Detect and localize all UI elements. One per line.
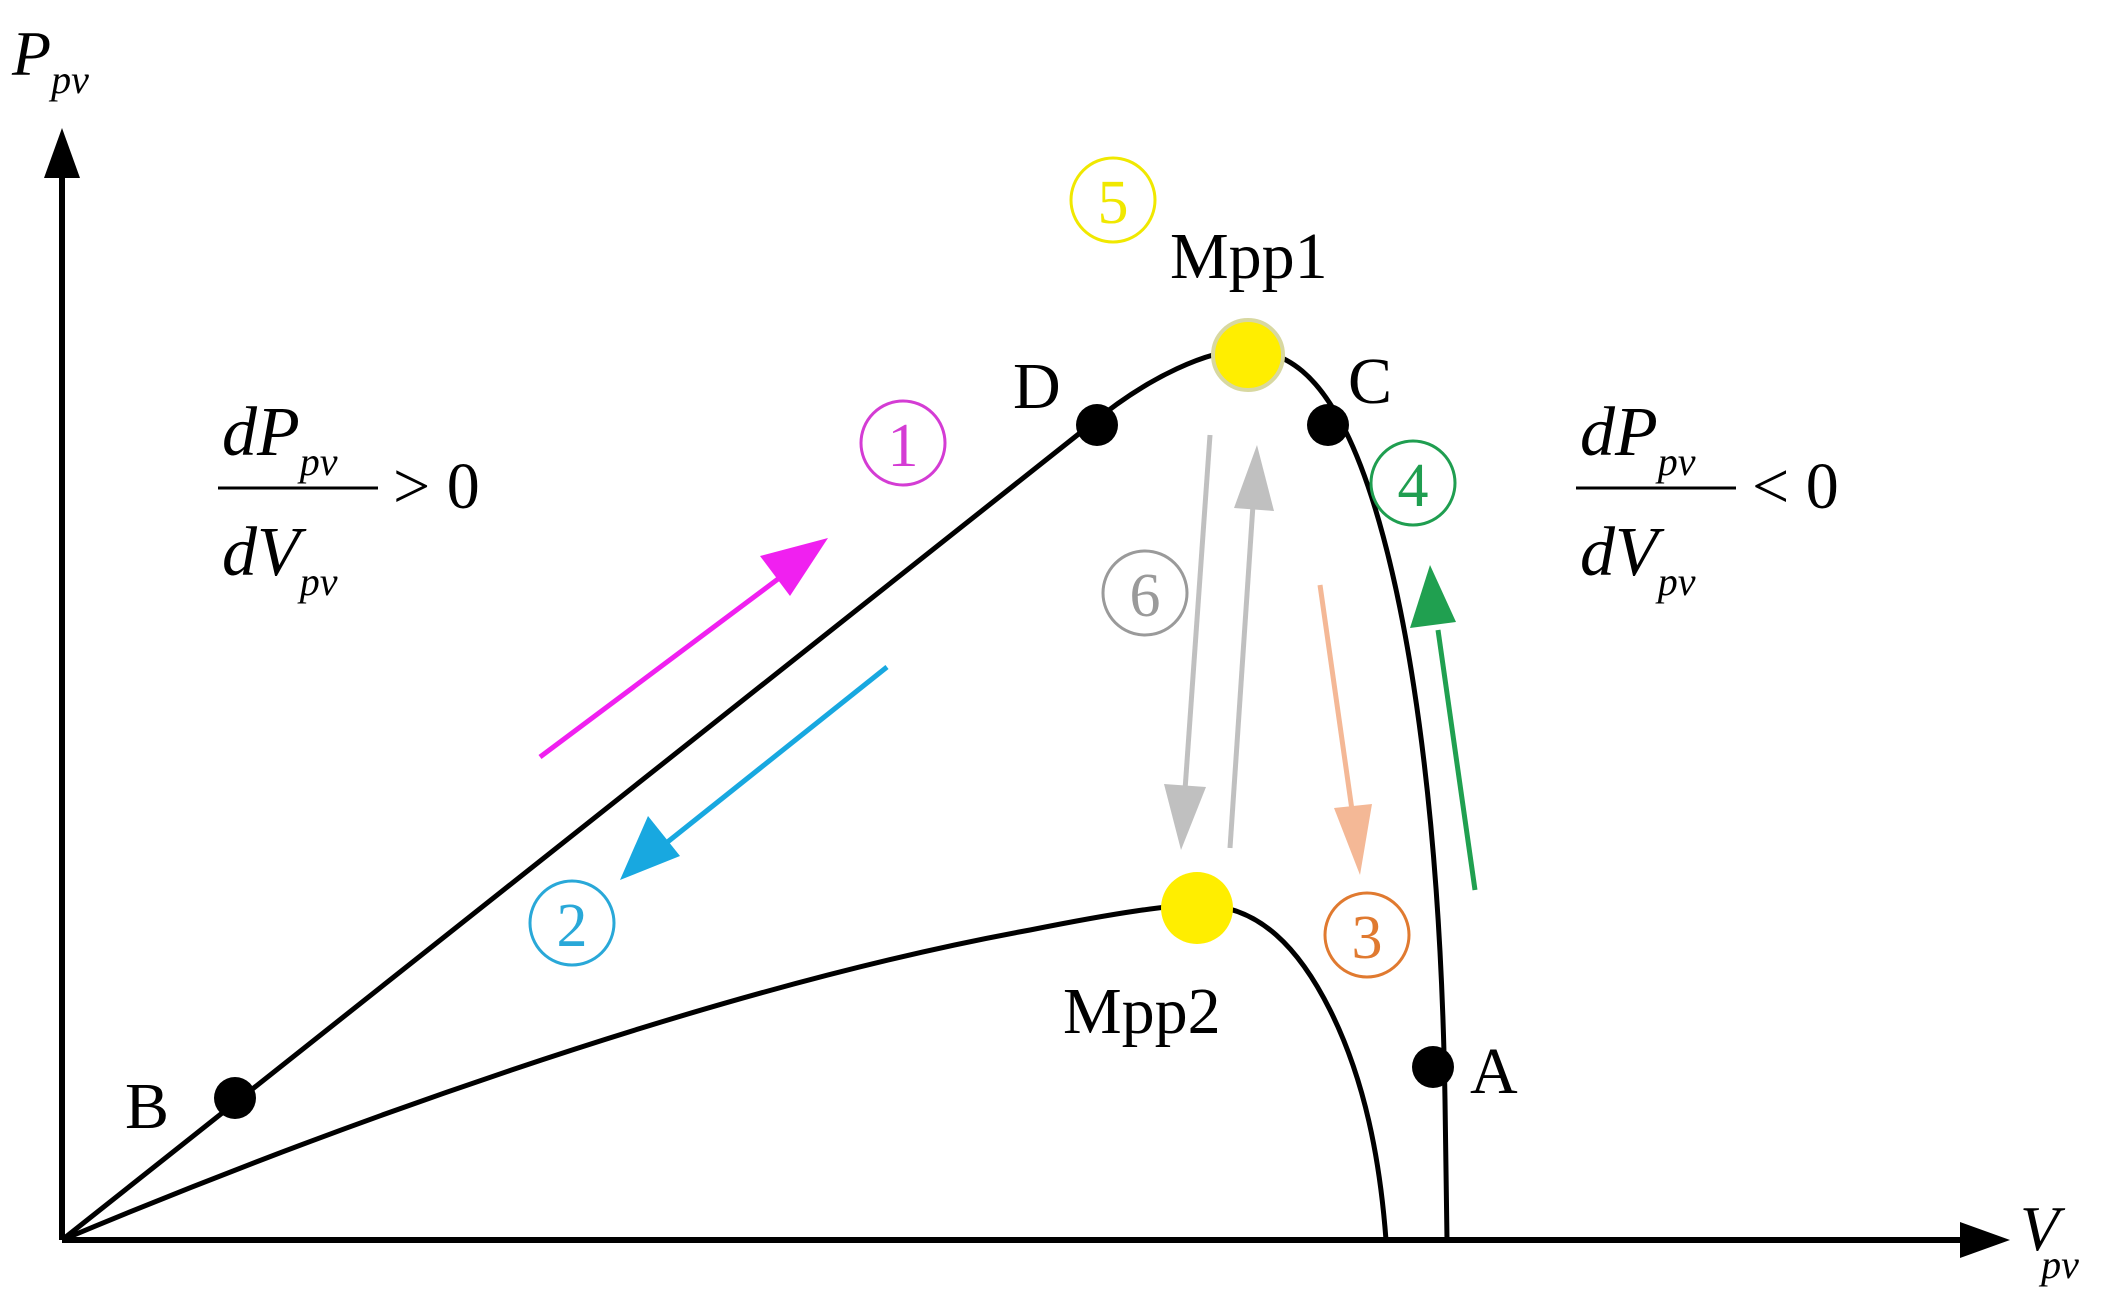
- arrow-step-6-up: [1227, 445, 1274, 849]
- arrow-step-4: [1410, 565, 1478, 891]
- upper-pv-curve: [60, 347, 1450, 1242]
- step-2-badge: 2: [528, 879, 616, 967]
- step-5-badge: 5: [1069, 156, 1157, 244]
- mpp1-marker: [1211, 318, 1285, 392]
- point-d-marker: [1076, 404, 1118, 446]
- svg-text:1: 1: [888, 412, 919, 480]
- point-a-label: A: [1470, 1035, 1518, 1108]
- left-condition-formula: dPpv dVpv > 0: [218, 394, 480, 604]
- y-axis-label: Ppv: [11, 18, 89, 102]
- svg-text:> 0: > 0: [393, 450, 480, 523]
- right-condition-formula: dPpv dVpv < 0: [1576, 394, 1839, 604]
- svg-text:5: 5: [1098, 169, 1129, 237]
- step-4-badge: 4: [1369, 439, 1457, 527]
- mpp2-label: Mpp2: [1063, 975, 1221, 1048]
- point-b-label: B: [125, 1070, 169, 1143]
- svg-text:dVpv: dVpv: [222, 514, 338, 604]
- step-1-badge: 1: [859, 399, 947, 487]
- svg-text:4: 4: [1398, 452, 1429, 520]
- point-d-label: D: [1013, 350, 1061, 423]
- arrow-step-3: [1317, 584, 1372, 875]
- step-3-badge: 3: [1323, 891, 1411, 979]
- mpp1-label: Mpp1: [1170, 220, 1328, 293]
- svg-text:6: 6: [1130, 562, 1161, 630]
- svg-text:dVpv: dVpv: [1580, 514, 1696, 604]
- x-axis-arrowhead: [1960, 1222, 2010, 1258]
- arrow-step-6-down: [1164, 434, 1213, 850]
- svg-text:3: 3: [1352, 904, 1383, 972]
- y-axis-arrowhead: [44, 128, 80, 178]
- mpp2-marker: [1161, 872, 1233, 944]
- point-c-marker: [1307, 404, 1349, 446]
- point-b-marker: [214, 1077, 256, 1119]
- svg-text:< 0: < 0: [1752, 450, 1839, 523]
- svg-text:2: 2: [557, 892, 588, 960]
- svg-text:dPpv: dPpv: [222, 394, 338, 484]
- arrow-step-1: [538, 538, 828, 760]
- svg-text:dPpv: dPpv: [1580, 394, 1696, 484]
- arrow-step-2: [620, 665, 889, 880]
- point-a-marker: [1412, 1046, 1454, 1088]
- point-c-label: C: [1348, 345, 1392, 418]
- lower-pv-curve: [61, 902, 1389, 1243]
- step-6-badge: 6: [1101, 549, 1189, 637]
